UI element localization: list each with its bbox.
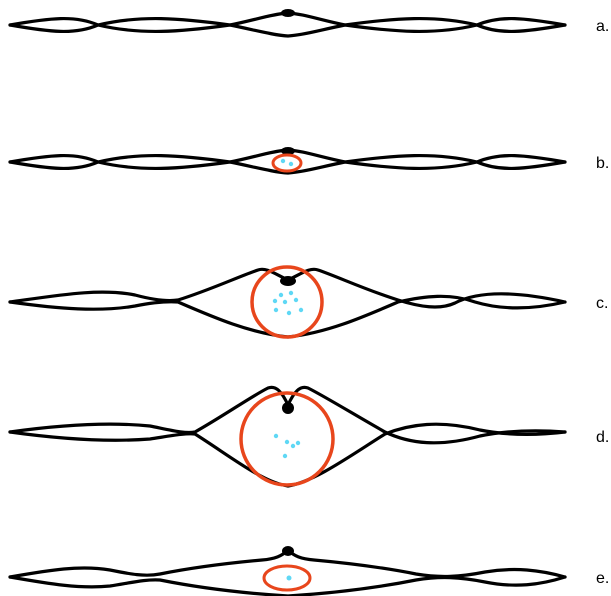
cyan-dot <box>281 159 285 163</box>
dark-dot <box>280 276 296 286</box>
cyan-dot <box>274 308 278 312</box>
cyan-dot <box>299 308 303 312</box>
cyan-dot <box>289 291 293 295</box>
cyan-dot <box>287 576 292 581</box>
strand-lower <box>10 296 565 337</box>
dark-dot <box>282 402 294 414</box>
vesicle-ring <box>273 155 301 171</box>
strand-lower <box>10 424 565 486</box>
cyan-dot <box>279 293 283 297</box>
panel-a: a. <box>10 9 609 36</box>
cyan-dot <box>287 311 291 315</box>
panel-label-d: d. <box>596 429 609 446</box>
cyan-dot <box>291 444 295 448</box>
cyan-dot <box>273 299 277 303</box>
panel-d: d. <box>10 387 609 486</box>
strand-upper <box>10 387 565 443</box>
cyan-dot <box>283 454 287 458</box>
cyan-dot <box>285 440 289 444</box>
cyan-dot <box>294 298 298 302</box>
cyan-dot <box>289 162 293 166</box>
panel-b: b. <box>10 147 609 173</box>
dark-dot <box>282 546 294 556</box>
dark-dot <box>281 9 295 17</box>
panel-label-c: c. <box>596 295 608 312</box>
panel-label-b: b. <box>596 155 609 172</box>
panel-e: e. <box>10 546 609 596</box>
cyan-dot <box>296 441 300 445</box>
strand-upper <box>10 269 565 307</box>
panel-label-a: a. <box>596 18 609 35</box>
cyan-dot <box>283 300 287 304</box>
cyan-dot <box>274 434 278 438</box>
panel-label-e: e. <box>596 570 609 587</box>
strand-lower <box>10 19 565 36</box>
panel-c: c. <box>10 267 608 337</box>
